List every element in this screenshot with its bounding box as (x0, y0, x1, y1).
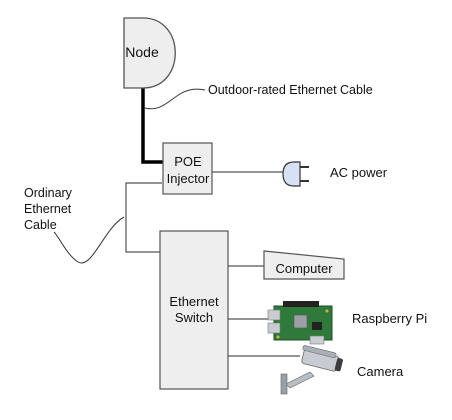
ac-power-label: AC power (330, 165, 388, 180)
ordinary-cable-label-line1: Ordinary (24, 186, 73, 200)
computer-shape (263, 250, 345, 280)
ordinary-cable-line (125, 182, 162, 253)
switch-label-line2: Switch (175, 310, 213, 325)
poe-injector-label-line2: Injector (167, 171, 210, 186)
node-shape (123, 17, 176, 89)
camera-icon (280, 345, 343, 395)
ac-plug-icon (282, 161, 309, 187)
outdoor-cable-line (141, 88, 163, 164)
camera-label: Camera (357, 364, 404, 379)
switch-label-line1: Ethernet (169, 294, 219, 309)
node-label: Node (125, 44, 159, 60)
ordinary-cable-label-line3: Cable (24, 218, 57, 232)
raspberry-pi-icon (267, 301, 333, 345)
outdoor-cable-label: Outdoor-rated Ethernet Cable (208, 83, 373, 97)
poe-injector-label-line1: POE (174, 154, 202, 169)
poe-injector-box (162, 142, 213, 195)
connector-lines (125, 171, 300, 357)
ethernet-switch-box (159, 230, 229, 390)
ordinary-cable-pointer (53, 216, 125, 264)
ordinary-cable-label-line2: Ethernet (24, 202, 72, 216)
computer-label: Computer (275, 261, 333, 276)
raspberry-pi-label: Raspberry Pi (352, 311, 427, 326)
outdoor-cable-pointer (144, 88, 206, 110)
